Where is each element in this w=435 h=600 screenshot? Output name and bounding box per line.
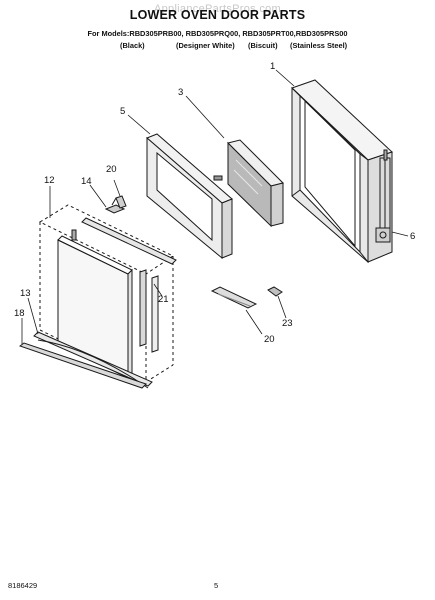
page-number: 5 — [214, 581, 219, 590]
part-screw-23 — [267, 286, 283, 297]
watermark: AppliancePartsPros.com — [153, 3, 282, 15]
callout-23: 23 — [282, 318, 293, 329]
part-bracket-20-top — [115, 195, 127, 209]
callout-18: 18 — [14, 308, 25, 319]
color-stainless: (Stainless Steel) — [290, 41, 348, 50]
color-black: (Black) — [120, 41, 145, 50]
part-bottom-trim — [33, 331, 153, 389]
callout-13: 13 — [20, 288, 31, 299]
callout-6: 6 — [410, 231, 415, 242]
callout-21: 21 — [158, 294, 169, 305]
callout-20-bottom: 20 — [264, 334, 275, 345]
models-line: For Models:RBD305PRB00, RBD305PRQ00, RBD… — [87, 29, 348, 38]
part-top-trim — [71, 217, 177, 265]
color-biscuit: (Biscuit) — [248, 41, 278, 50]
part-vent-20 — [210, 286, 258, 309]
callout-14: 14 — [81, 176, 92, 187]
part-door-handle — [375, 149, 391, 243]
part-door-glass — [227, 139, 284, 228]
part-door-frame — [146, 133, 233, 260]
callout-12: 12 — [44, 175, 55, 186]
callout-3: 3 — [178, 87, 183, 98]
leader-lines — [21, 69, 409, 344]
callout-1: 1 — [270, 61, 275, 72]
part-bottom-rail — [18, 342, 147, 389]
callout-20-top: 20 — [106, 164, 117, 175]
callout-5: 5 — [120, 106, 125, 117]
doc-number: 8186429 — [8, 581, 38, 590]
page-title: LOWER OVEN DOOR PARTS — [129, 8, 306, 22]
color-designer-white: (Designer White) — [176, 41, 235, 50]
part-side-strip — [139, 269, 159, 353]
